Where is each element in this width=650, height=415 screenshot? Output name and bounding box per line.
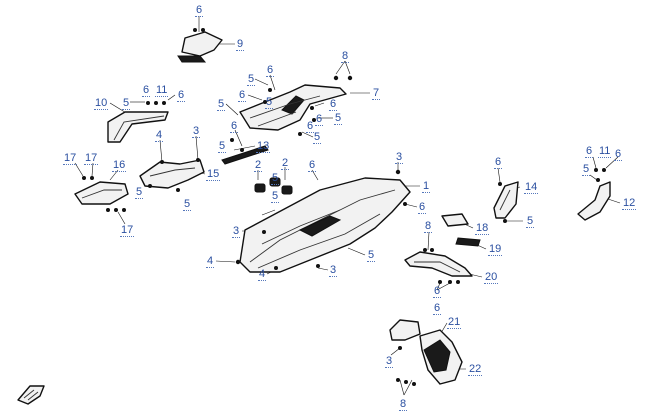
callout-6[interactable]: 6 [177,89,186,102]
part-12-panel [577,168,611,221]
part-14-bracket [493,181,519,223]
callout-5[interactable]: 5 [334,112,343,125]
part-20-bracket [404,248,473,284]
callout-6[interactable]: 6 [238,89,247,102]
callout-3[interactable]: 3 [192,125,201,138]
callout-6[interactable]: 6 [418,201,427,214]
part-15-bracket [139,158,205,192]
callout-6[interactable]: 6 [614,148,623,161]
callout-13[interactable]: 13 [256,140,271,153]
callout-9[interactable]: 9 [236,38,245,51]
callout-19[interactable]: 19 [488,243,503,256]
callout-20[interactable]: 20 [484,271,499,284]
callout-5[interactable]: 5 [217,98,226,111]
callout-5[interactable]: 5 [582,163,591,176]
callout-6[interactable]: 6 [308,159,317,172]
callout-6[interactable]: 6 [433,302,442,315]
orientation-logo [17,385,45,405]
callout-5[interactable]: 5 [122,97,131,110]
callout-6[interactable]: 6 [329,98,338,111]
callout-5[interactable]: 5 [183,198,192,211]
callout-3[interactable]: 3 [329,264,338,277]
callout-6[interactable]: 6 [266,64,275,77]
callout-5[interactable]: 5 [367,249,376,262]
callout-8[interactable]: 8 [399,398,408,411]
callout-5[interactable]: 5 [271,172,280,185]
callout-17[interactable]: 17 [120,224,135,237]
callout-4[interactable]: 4 [155,129,164,142]
callout-8[interactable]: 8 [341,50,350,63]
callout-5[interactable]: 5 [313,131,322,144]
part-9-bracket [177,28,223,63]
part-13-bar [221,138,269,165]
part-1-floor-pan [235,169,411,273]
callout-6[interactable]: 6 [433,285,442,298]
part-16-bracket [74,176,129,212]
callout-5[interactable]: 5 [526,215,535,228]
callout-4[interactable]: 4 [206,255,215,268]
callout-12[interactable]: 12 [622,197,637,210]
callout-5[interactable]: 5 [135,186,144,199]
callout-6[interactable]: 6 [306,120,315,133]
callout-18[interactable]: 18 [475,222,490,235]
callout-2[interactable]: 2 [281,157,290,170]
callout-16[interactable]: 16 [112,159,127,172]
callout-6[interactable]: 6 [195,4,204,17]
callout-7[interactable]: 7 [372,87,381,100]
callout-5[interactable]: 5 [271,190,280,203]
callout-10[interactable]: 10 [94,97,109,110]
callout-8[interactable]: 8 [424,220,433,233]
part-10-panel [107,101,169,143]
callout-5[interactable]: 5 [247,73,256,86]
callout-17[interactable]: 17 [84,152,99,165]
callout-6[interactable]: 6 [230,120,239,133]
callout-21[interactable]: 21 [447,316,462,329]
part-19-strip [455,237,481,247]
callout-3[interactable]: 3 [232,225,241,238]
callout-4[interactable]: 4 [258,268,267,281]
callout-11[interactable]: 11 [598,145,612,158]
callout-11[interactable]: 11 [155,84,169,97]
callout-5[interactable]: 5 [218,140,227,153]
callout-3[interactable]: 3 [385,355,394,368]
part-18-clip [441,213,469,227]
callout-6[interactable]: 6 [142,84,151,97]
part-7-frame [239,75,353,136]
callout-17[interactable]: 17 [63,152,78,165]
part-21-bracket [389,319,463,386]
callout-14[interactable]: 14 [524,181,539,194]
callout-6[interactable]: 6 [585,145,594,158]
callout-6[interactable]: 6 [494,156,503,169]
callout-6[interactable]: 6 [315,113,324,126]
callout-15[interactable]: 15 [206,168,221,181]
callout-22[interactable]: 22 [468,363,483,376]
callout-5[interactable]: 5 [265,96,274,109]
callout-1[interactable]: 1 [422,180,431,193]
callout-3[interactable]: 3 [395,151,404,164]
callout-2[interactable]: 2 [254,159,263,172]
